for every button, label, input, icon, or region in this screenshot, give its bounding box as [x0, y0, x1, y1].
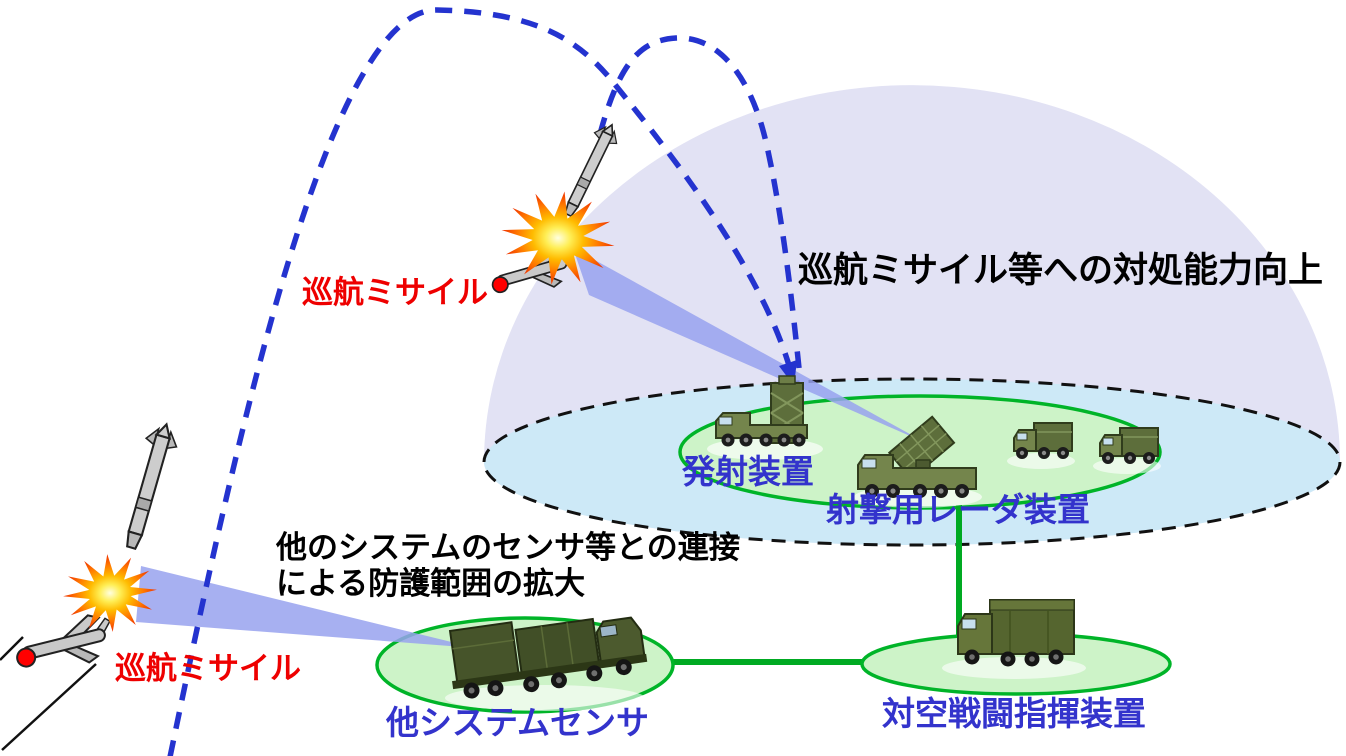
air-defense-command-vehicle-icon	[942, 599, 1086, 679]
range-expansion-line2: による防護範囲の拡大	[276, 566, 586, 601]
launcher-label: 発射装置	[682, 453, 814, 490]
fire-control-radar-label: 射撃用レーダ装置	[826, 491, 1090, 528]
range-expansion-annotation: 他のシステムのセンサ等との連接 による防護範囲の拡大	[276, 530, 740, 602]
air-defense-command-label: 対空戦闘指揮装置	[882, 695, 1146, 732]
fire-control-radar-vehicle-icon	[854, 415, 982, 508]
threat-trajectory-arc	[167, 7, 795, 756]
range-expansion-line1: 他のシステムのセンサ等との連接	[276, 530, 740, 565]
capability-improvement-annotation: 巡航ミサイル等への対処能力向上	[798, 251, 1324, 290]
launcher-vehicle-icon	[707, 375, 823, 460]
interceptor-trajectory-arc	[597, 35, 802, 369]
radar-track-beam	[573, 248, 926, 443]
sensor-track-beam	[136, 566, 476, 648]
other-system-sensor-label: 他システムセンサ	[386, 704, 650, 741]
interceptor-missile-lower-icon	[115, 419, 183, 553]
cruise-missile-lower-icon	[10, 609, 120, 681]
cruise-missile-lower-label: 巡航ミサイル	[115, 651, 301, 686]
other-system-sensor-vehicle-icon	[445, 616, 648, 711]
ground-mark-line	[0, 636, 24, 661]
ground-mark-line	[1, 663, 97, 751]
cruise-missile-upper-label: 巡航ミサイル	[302, 275, 488, 310]
